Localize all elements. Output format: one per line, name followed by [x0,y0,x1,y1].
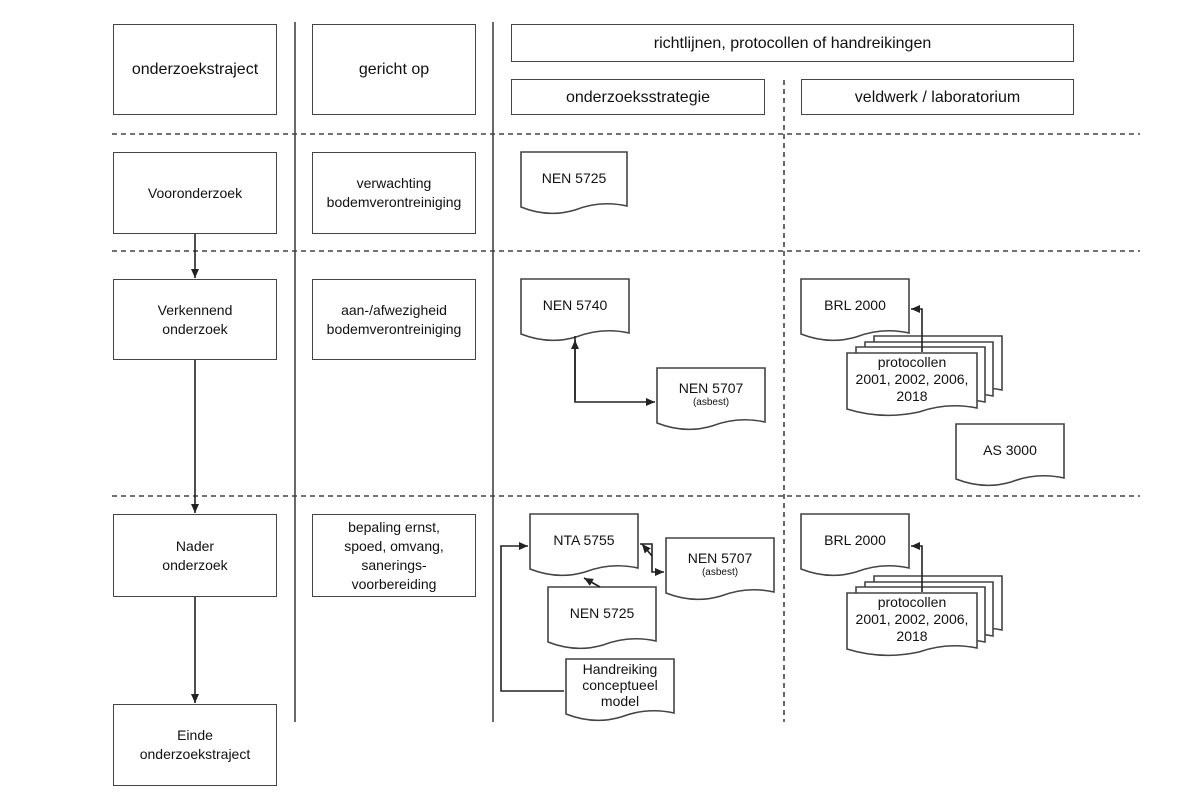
stage-einde: Einde onderzoekstraject [113,704,277,786]
doc-shape-protocollen-a [846,352,978,417]
doc-shape-nen5707-b [665,537,775,601]
stage-verkennend-label: Verkennend onderzoek [157,301,233,337]
stage-einde-label: Einde onderzoekstraject [139,727,251,762]
doc-brl2000-b: BRL 2000 [801,520,909,560]
doc-handreiking: Handreiking conceptueel model [566,659,674,711]
doc-nen5707-a-sublabel: (asbest) [692,397,730,408]
doc-shape-as3000 [955,423,1065,487]
connector-protocollen-brl-b [911,542,923,592]
doc-shape-nen5725-b [547,586,657,650]
header-onderzoeksstrategie-label: onderzoeksstrategie [565,88,711,106]
focus-nader-label: bepaling ernst, spoed, omvang, sanerings… [344,518,444,592]
stage-nader: Nader onderzoek [113,514,277,597]
header-onderzoekstraject: onderzoekstraject [113,24,277,115]
doc-nen5725-a: NEN 5725 [521,158,627,198]
doc-nen5707-b: NEN 5707 (asbest) [666,544,774,584]
doc-nen5725-b-label: NEN 5725 [569,605,635,621]
doc-nen5725-b: NEN 5725 [548,593,656,633]
doc-shape-nta5755 [529,513,639,577]
stage-vooronderzoek: Vooronderzoek [113,152,277,234]
doc-nen5740: NEN 5740 [521,285,629,325]
doc-shape-brl2000-b [800,513,910,577]
doc-nen5725-a-label: NEN 5725 [541,170,607,186]
doc-shape-handreiking [565,658,675,722]
connector-protocollen-brl-a [911,305,923,352]
connector-nen5740-nen5707 [574,336,655,406]
doc-shape-brl2000-a [800,278,910,342]
header-onderzoekstraject-label: onderzoekstraject [131,61,259,78]
doc-shape-protocollen-b [846,592,978,657]
doc-protocollen-b-label: protocollen 2001, 2002, 2006, 2018 [855,593,969,644]
doc-nen5707-b-label: NEN 5707 [687,550,753,566]
header-richtlijnen-label: richtlijnen, protocollen of handreikinge… [653,34,932,52]
stage-vooronderzoek-label: Vooronderzoek [147,184,243,201]
doc-brl2000-a: BRL 2000 [801,285,909,325]
doc-shape-nen5707-a [656,367,766,431]
header-veldwerk-label: veldwerk / laboratorium [854,88,1021,106]
doc-nen5707-b-sublabel: (asbest) [701,567,739,578]
doc-as3000-label: AS 3000 [983,442,1037,458]
doc-brl2000-b-label: BRL 2000 [824,532,886,548]
header-richtlijnen: richtlijnen, protocollen of handreikinge… [511,24,1074,62]
doc-protocollen-a: protocollen 2001, 2002, 2006, 2018 [847,354,977,404]
doc-handreiking-label: Handreiking conceptueel model [582,661,658,709]
doc-nta5755-label: NTA 5755 [553,532,615,548]
focus-vooronderzoek-label: verwachting bodemverontreiniging [326,175,462,210]
doc-nen5707-a: NEN 5707 (asbest) [657,374,765,414]
focus-verkennend-label: aan-/afwezigheid bodemverontreiniging [326,301,462,337]
doc-nen5707-a-label: NEN 5707 [678,380,744,396]
doc-brl2000-a-label: BRL 2000 [824,297,886,313]
doc-shape-nen5740 [520,278,630,342]
stage-nader-label: Nader onderzoek [162,537,228,573]
stage-verkennend: Verkennend onderzoek [113,279,277,360]
header-onderzoeksstrategie: onderzoeksstrategie [511,79,765,115]
header-veldwerk: veldwerk / laboratorium [801,79,1074,115]
doc-protocollen-a-label: protocollen 2001, 2002, 2006, 2018 [855,353,969,404]
focus-vooronderzoek: verwachting bodemverontreiniging [312,152,476,234]
doc-as3000: AS 3000 [956,430,1064,470]
connector-nta-nen5707 [640,543,664,576]
doc-nta5755: NTA 5755 [530,520,638,560]
doc-protocollen-b: protocollen 2001, 2002, 2006, 2018 [847,594,977,644]
header-gericht-op: gericht op [312,24,476,115]
focus-verkennend: aan-/afwezigheid bodemverontreiniging [312,279,476,360]
focus-nader: bepaling ernst, spoed, omvang, sanerings… [312,514,476,597]
header-gericht-op-label: gericht op [358,61,430,78]
connector-handreiking-nta [500,542,564,692]
doc-shape-nen5725-a [520,151,628,215]
connector-nen5725-nta [583,577,601,588]
doc-nen5740-label: NEN 5740 [542,297,608,313]
